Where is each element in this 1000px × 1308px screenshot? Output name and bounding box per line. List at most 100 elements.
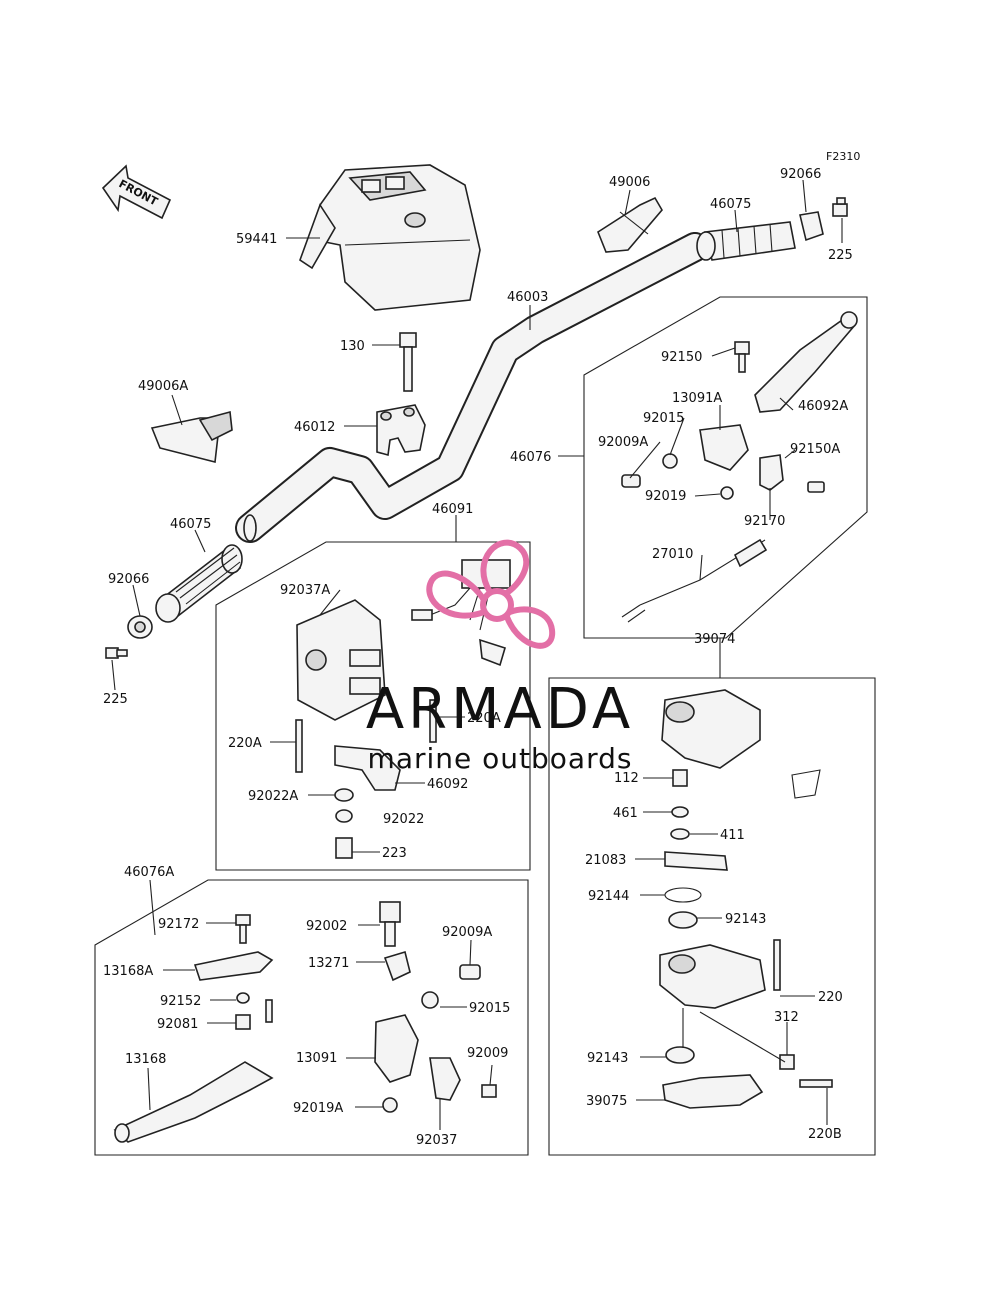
label-49006: 49006 [609,175,650,190]
box-46091 [215,541,531,871]
watermark-brand: ARMADA [366,677,634,742]
propeller-blade-right [504,606,556,649]
label-46075-left: 46075 [170,517,211,532]
seal-92143-top [668,911,698,929]
label-46076A: 46076A [124,865,174,880]
throttle-housing-49006 [597,196,663,253]
lever-46092 [334,745,401,791]
bolt-92172 [235,914,251,944]
label-225-left: 225 [103,692,128,707]
label-46076: 46076 [510,450,551,465]
label-13091A: 13091A [672,391,722,406]
throttle-lever-39075 [662,1074,764,1109]
screw-left-225 [105,647,128,659]
label-46003: 46003 [507,290,548,305]
label-92172: 92172 [158,917,199,932]
label-92037: 92037 [416,1133,457,1148]
pin [265,999,273,1023]
clamp-46012 [376,404,426,457]
label-46092A: 46092A [798,399,848,414]
label-46091: 46091 [432,502,473,517]
clip [791,769,821,799]
label-92037A: 92037A [280,583,330,598]
label-92150: 92150 [661,350,702,365]
end-cap-left-92066 [127,615,153,639]
box-46076 [583,296,868,639]
label-13271: 13271 [308,956,349,971]
nut-92015-bottom [421,991,439,1009]
screw-92009A-top [621,474,641,488]
lever-46092A [754,311,858,413]
switch-cable-27010 [621,538,768,623]
propeller-blade-left [426,570,487,619]
switch-housing-92037A [296,599,386,721]
label-92015-bottom: 92015 [469,1001,510,1016]
clamp-92170 [759,454,784,491]
spring-92144 [664,887,702,903]
label-46012: 46012 [294,420,335,435]
label-220: 220 [818,990,843,1005]
washer-92152 [236,992,250,1004]
nut-92015-top [662,453,678,469]
label-220B: 220B [808,1127,842,1142]
bolt-112 [672,769,688,787]
label-92150A: 92150A [790,442,840,457]
label-461: 461 [613,806,638,821]
plate-21083 [664,851,728,871]
label-92019A: 92019A [293,1101,343,1116]
bracket-13091A [699,424,749,471]
screw-92009A-bottom [459,964,481,980]
label-92009A-bottom: 92009A [442,925,492,940]
label-411: 411 [720,828,745,843]
leader-lines [111,179,843,1130]
nut-312 [779,1054,795,1070]
plate-13168A [193,951,274,981]
label-92066-left: 92066 [108,572,149,587]
label-13168: 13168 [125,1052,166,1067]
handlebar-tube [235,232,710,543]
grip-left-46075 [155,544,243,623]
label-92019: 92019 [645,489,686,504]
label-92066-right: 92066 [780,167,821,182]
washer-461 [671,806,689,818]
label-92143-bottom: 92143 [587,1051,628,1066]
bracket-13271 [383,950,411,982]
label-112: 112 [614,771,639,786]
end-cap-right-92066 [799,211,824,242]
washer-411 [670,828,690,840]
washer-92022A [334,788,354,802]
propeller-blade-top [480,539,530,597]
washer-92022 [335,809,353,823]
label-92152: 92152 [160,994,201,1009]
label-92144: 92144 [588,889,629,904]
screw-220A-right [429,699,437,743]
part-labels: 59441 130 46012 49006A 46075 92066 225 4… [103,167,853,1148]
label-92009A-top: 92009A [598,435,648,450]
bolt-92002 [379,901,401,947]
label-49006A: 49006A [138,379,188,394]
label-39075: 39075 [586,1094,627,1109]
screw-220 [773,939,781,991]
watermark: ARMADA marine outboards [366,539,634,775]
nut-92019 [720,486,734,500]
label-92015-top: 92015 [643,411,684,426]
grip-right-46075 [696,221,796,261]
label-92022: 92022 [383,812,424,827]
screw-220B [799,1079,833,1088]
lever-13168 [113,1061,274,1143]
seal-92143-bottom [665,1046,695,1064]
label-220A-right: 220A [467,711,501,726]
screw-220A-left [295,719,303,773]
label-92009: 92009 [467,1046,508,1061]
label-92143-top: 92143 [725,912,766,927]
label-21083: 21083 [585,853,626,868]
label-13091: 13091 [296,1051,337,1066]
label-92081: 92081 [157,1017,198,1032]
clamp-92037 [429,1057,461,1101]
label-220A-left: 220A [228,736,262,751]
bolt-130 [399,332,417,392]
label-92022A: 92022A [248,789,298,804]
bracket-13091 [374,1014,419,1083]
spring-92081 [235,1014,251,1030]
